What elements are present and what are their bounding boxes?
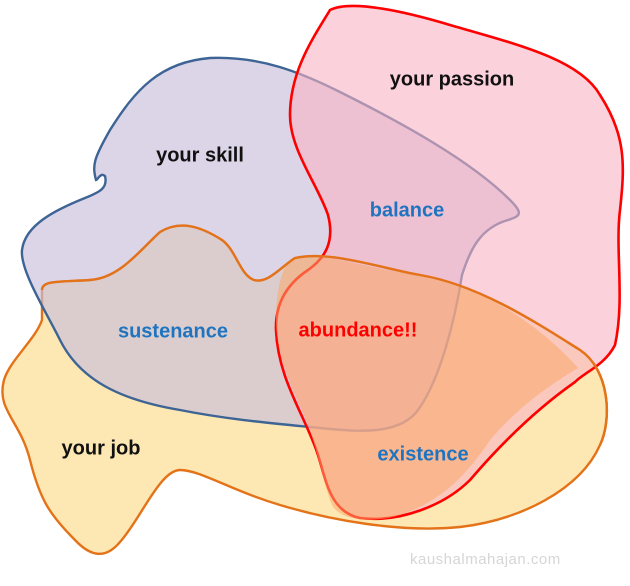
label-existence: existence bbox=[377, 443, 469, 466]
watermark: kaushalmahajan.com bbox=[410, 551, 561, 568]
label-your-job: your job bbox=[61, 437, 141, 460]
label-sustenance: sustenance bbox=[117, 320, 229, 343]
money-region bbox=[276, 255, 578, 520]
label-your-passion: your passion bbox=[389, 68, 515, 91]
label-abundance: abundance!! bbox=[298, 319, 418, 342]
label-your-skill: your skill bbox=[156, 144, 244, 167]
job-top-edge bbox=[40, 224, 609, 446]
label-balance: balance bbox=[369, 199, 445, 222]
